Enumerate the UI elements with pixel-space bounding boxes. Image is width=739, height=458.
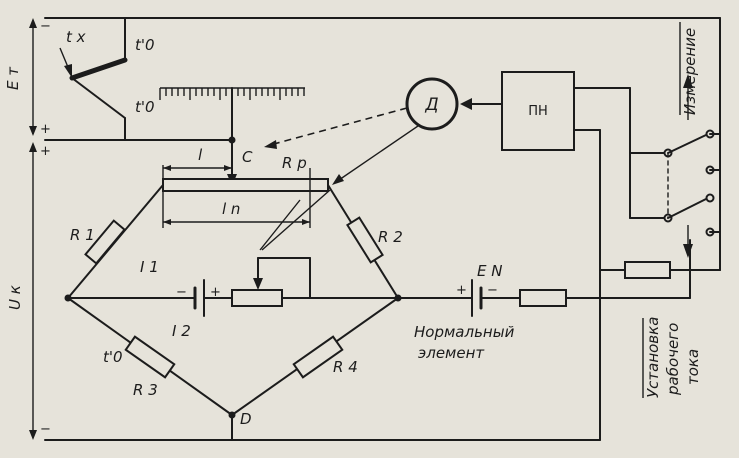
i1-label: I 1 [140,258,159,276]
en-minus: − [487,283,498,298]
t0-mid-label: t'0 [135,98,155,116]
thermocouple [69,17,128,141]
setup-label-line2: рабочего [664,323,682,396]
dimension-lines [162,160,311,228]
rp-label: R p [282,154,307,172]
t0-top-label: t'0 [135,36,155,54]
galvanometer-circle [405,77,459,131]
et-minus: − [40,19,51,34]
bat1-plus: + [210,285,221,300]
galvanometer-label: Д [424,95,438,115]
amplifier-pn: ПН [460,71,631,271]
resistor-r3 [124,335,176,379]
setup-label-line3: тока [684,349,702,385]
amplifier-label: ПН [528,104,548,119]
normal-element-line1: Нормальный [414,323,515,341]
bridge [64,178,402,441]
setup-label-line1: Установка [644,317,662,398]
normal-element-line2: элемент [418,344,485,362]
resistor-en [519,289,567,307]
mode-switch [629,74,721,271]
rheostat-control-arrow [259,189,331,251]
node-c-dot [228,136,236,144]
rheostat [231,289,283,307]
measurement-label: Измерение [681,28,699,115]
i2-label: I 2 [172,322,191,340]
en-label: E N [477,262,502,280]
voltage-indicators [29,18,37,440]
uk-minus: − [40,422,51,437]
normal-element-branch [397,239,691,317]
resistor-setup [624,261,671,279]
resistor-r1 [84,219,126,265]
t0-bridge-label: t'0 [103,348,123,366]
ln-label: l n [222,200,240,218]
et-label: E т [4,66,22,90]
c-label: C [242,148,253,166]
r1-label: R 1 [70,226,95,244]
text-labels: − E т + + U к − t x t'0 t'0 l C R p l n … [4,19,702,437]
r4-label: R 4 [333,358,358,376]
d-node-label: D [240,410,252,428]
galvanometer-to-rheostat [335,125,419,183]
uk-plus: + [40,144,51,159]
slidewire-rp [162,178,329,192]
tx-arrow [59,47,72,78]
et-plus: + [40,122,51,137]
overlines [642,22,681,398]
galvanometer-dash-link [269,107,408,146]
tx-label: t x [66,28,86,46]
amplifier-box [501,71,575,151]
r2-label: R 2 [378,228,403,246]
r3-label: R 3 [133,381,158,399]
resistor-r2 [346,216,384,264]
bat1-minus: − [176,285,187,300]
resistor-r4 [292,335,344,379]
en-plus: + [456,283,467,298]
galvanometer: Д [405,77,459,131]
l-label: l [198,146,203,164]
uk-label: U к [6,285,24,310]
